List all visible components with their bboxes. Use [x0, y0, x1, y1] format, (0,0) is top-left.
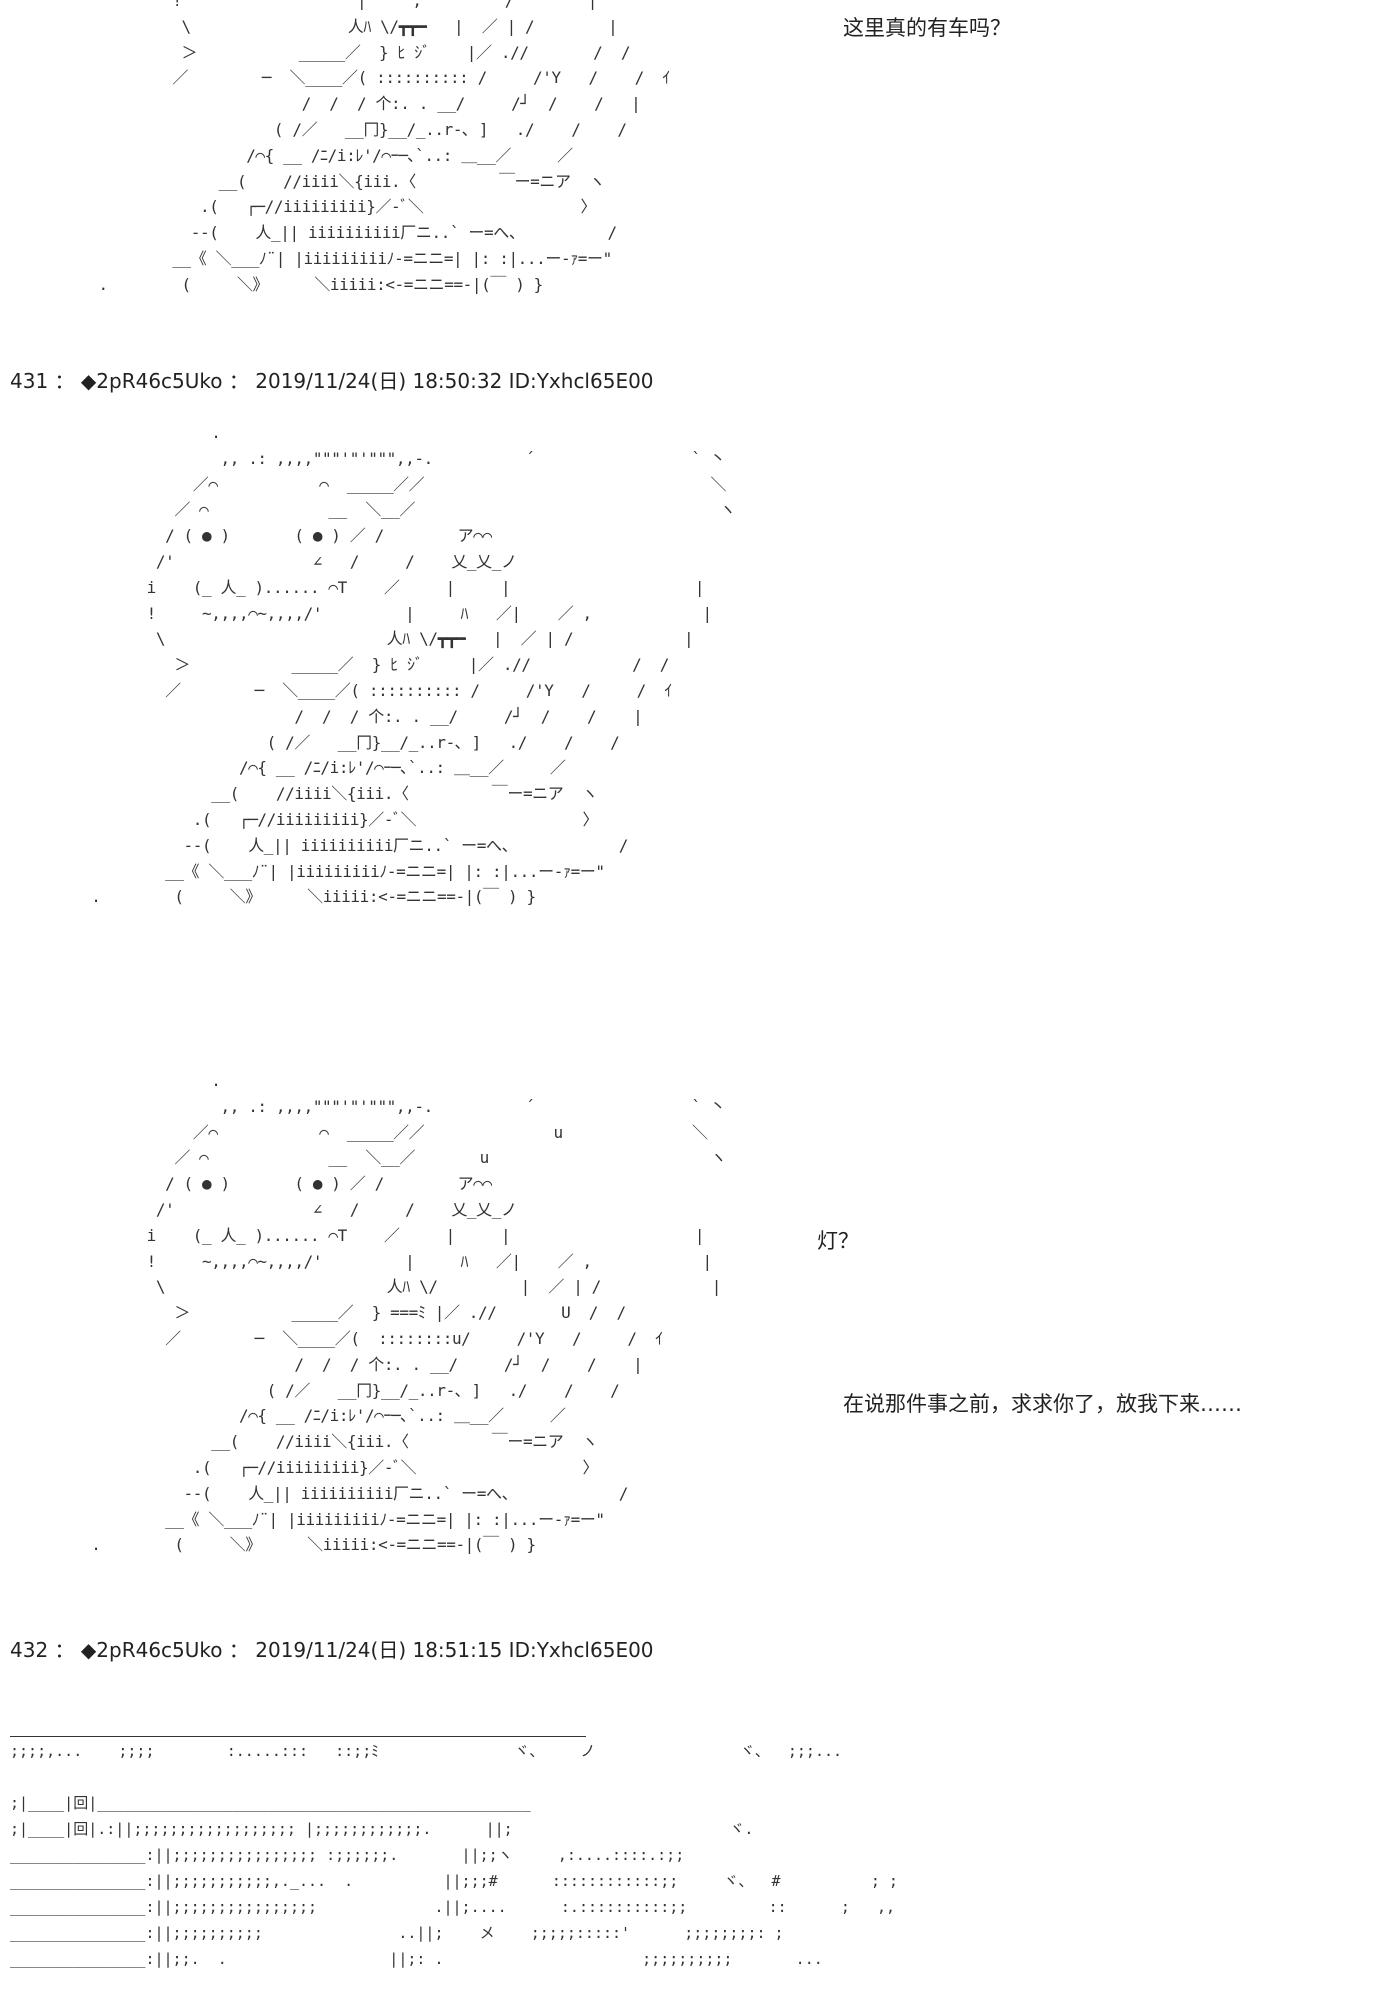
- ascii-art-frog-2: . ,, .: ,,,,"""'"'""",,-. ´ ` 丶 ／⌒ ⌒ ___…: [91, 1071, 727, 1555]
- poster-id[interactable]: ID:Yxhcl65E00: [508, 369, 654, 393]
- poster-name: ◆2pR46c5Uko: [80, 1638, 223, 1662]
- poster-id[interactable]: ID:Yxhcl65E00: [508, 1638, 654, 1662]
- post-header-432: 432 ： ◆2pR46c5Uko ： 2019/11/24(日) 18:51:…: [10, 1634, 654, 1663]
- post-number[interactable]: 432: [10, 1638, 49, 1662]
- ascii-art-frog-1: . ,, .: ,,,,"""'"'""",,-. ´ ` 丶 ／⌒ ⌒ ___…: [91, 423, 736, 907]
- post-number[interactable]: 431: [10, 369, 49, 393]
- separator: ：: [54, 1638, 75, 1662]
- post-date: 2019/11/24(日) 18:50:32: [255, 369, 503, 393]
- post-date: 2019/11/24(日) 18:51:15: [255, 1638, 503, 1662]
- ascii-art-top-fragment: ! | , / | \ 人ﾊ \/┳┳━ | ／ | / | ＞ _____／ …: [98, 0, 670, 294]
- art-top-line: [10, 1736, 586, 1737]
- dialogue-line-1: 这里真的有车吗？: [843, 16, 1011, 40]
- ascii-art-corridor: ;;;;,... ;;;; :.....::: ::;;ﾐ ヾ、 ノ ヾ、 ;;…: [10, 1742, 898, 1968]
- post-header-431: 431 ： ◆2pR46c5Uko ： 2019/11/24(日) 18:50:…: [10, 365, 654, 394]
- separator: ：: [54, 369, 75, 393]
- separator: ：: [228, 1638, 249, 1662]
- poster-name: ◆2pR46c5Uko: [80, 369, 223, 393]
- dialogue-line-3: 在说那件事之前，求求你了，放我下来……: [843, 1392, 1242, 1416]
- separator: ：: [228, 369, 249, 393]
- dialogue-line-2: 灯？: [817, 1229, 859, 1253]
